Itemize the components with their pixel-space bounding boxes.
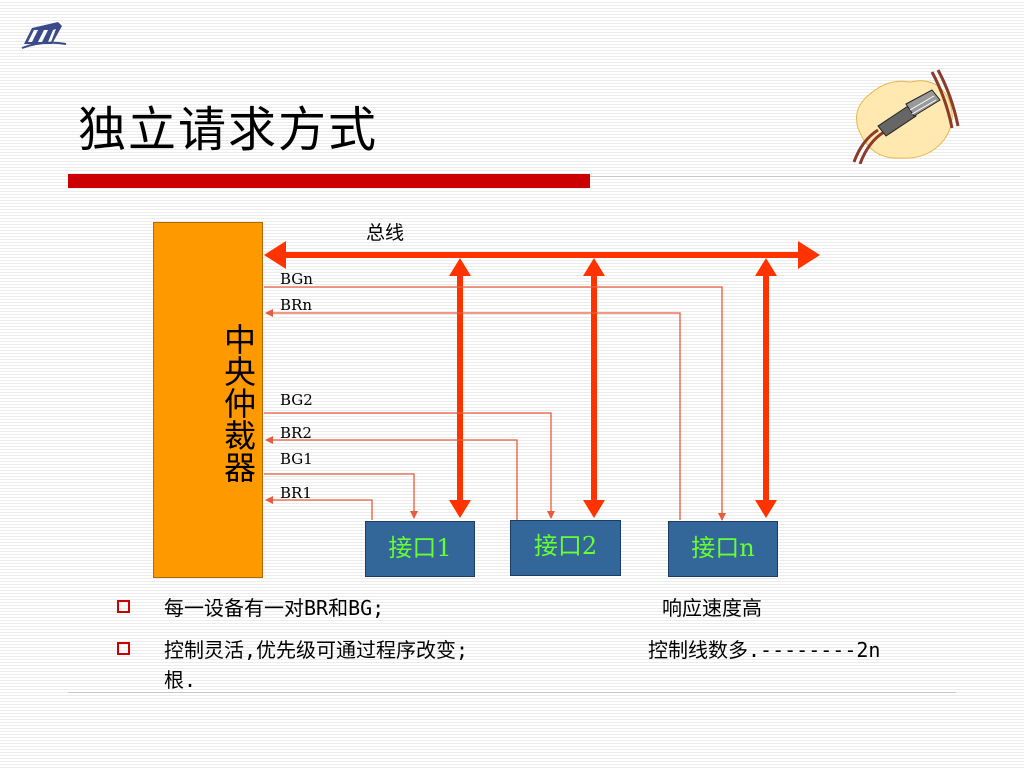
- interface-1-bus-arrow: [449, 258, 471, 518]
- bgn-line: [264, 286, 726, 521]
- bus-arrow: [264, 241, 820, 269]
- br2-line: [265, 436, 518, 520]
- bullet-1-left-text: 每一设备有一对BR和BG;: [164, 596, 385, 620]
- interface-2-box: 接口2: [510, 520, 621, 576]
- bg1-line: [264, 473, 418, 519]
- interface-1-box: 接口1: [365, 521, 475, 577]
- bullet-2-right-text: 控制线数多.--------2n: [648, 638, 881, 662]
- interface-n-bus-arrow: [755, 258, 777, 518]
- interface-2-bus-arrow: [583, 258, 605, 518]
- signal-label-bg2: BG2: [280, 391, 313, 409]
- central-arbiter-label: 中央仲裁器: [219, 323, 257, 483]
- signal-label-br1: BR1: [280, 484, 312, 502]
- bullet-2-left-text: 控制灵活,优先级可通过程序改变;: [164, 638, 469, 662]
- bullet-2-continuation-text: 根.: [164, 668, 197, 692]
- signal-label-brn: BRn: [280, 296, 312, 314]
- signal-label-bgn: BGn: [280, 270, 313, 288]
- signal-label-br2: BR2: [280, 424, 312, 442]
- slide-title: 独立请求方式: [78, 102, 379, 158]
- diagram-lines: [264, 241, 820, 521]
- bg2-line: [264, 412, 555, 519]
- br1-line: [265, 496, 373, 520]
- school-logo-icon: [21, 22, 67, 49]
- footer-divider: [68, 692, 956, 693]
- interface-n-box: 接口n: [668, 521, 778, 577]
- bullet-marker-icon: [117, 600, 130, 613]
- title-underline-gray: [590, 176, 960, 177]
- bus-arbitration-diagram: 总线 中央仲裁器 BGn BRn BG2 BR2 BG1 BR1 接口1 接口2…: [153, 222, 820, 578]
- bullet-marker-icon: [117, 642, 130, 655]
- central-arbiter-box: 中央仲裁器: [153, 222, 263, 578]
- signal-label-bg1: BG1: [280, 450, 313, 468]
- title-underline-red: [68, 174, 590, 188]
- brn-line: [265, 309, 681, 520]
- bus-label: 总线: [366, 222, 405, 244]
- bullet-1-right-text: 响应速度高: [662, 596, 762, 620]
- network-cable-clipart-icon: [852, 69, 960, 164]
